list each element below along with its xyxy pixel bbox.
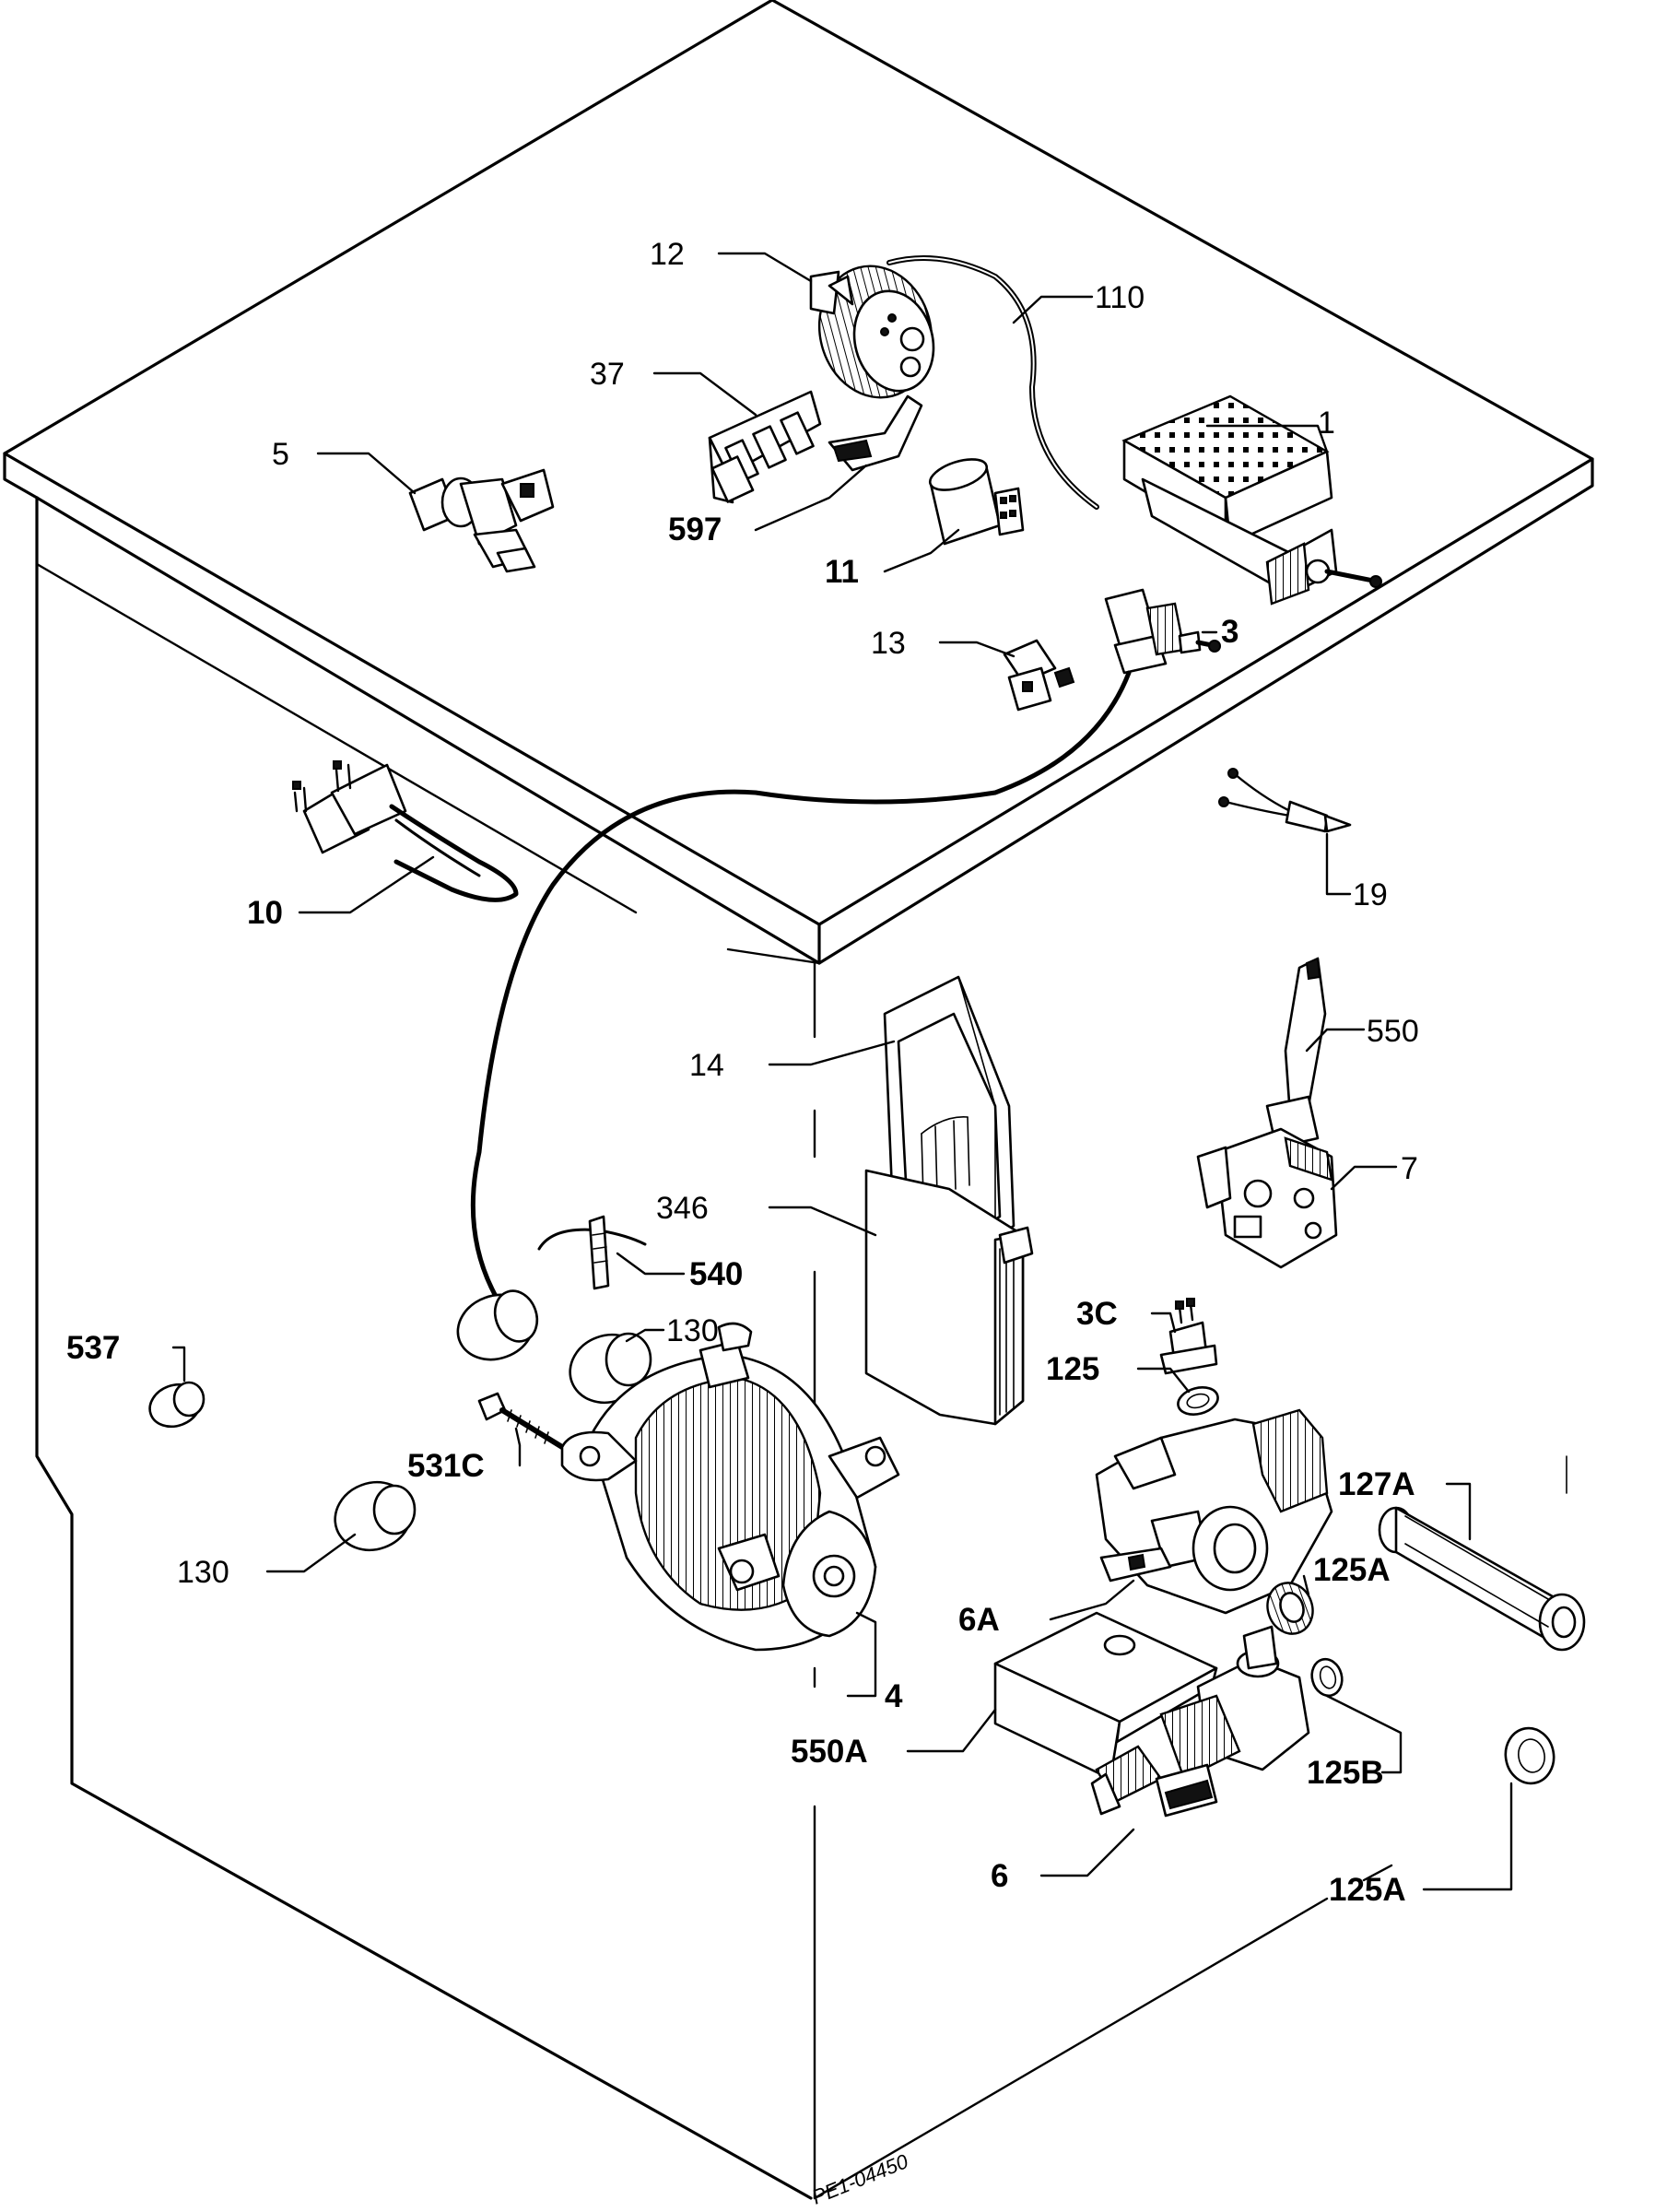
label-10: 10 [247,895,283,931]
programmer-timer-part-1 [1121,394,1382,606]
grommet-part-130-upper [569,1332,652,1405]
screw-part-531c [477,1392,565,1450]
label-125b: 125B [1307,1755,1384,1791]
label-37: 37 [590,357,625,392]
label-4: 4 [885,1678,903,1714]
bracket-part-597 [828,394,923,472]
o-ring-part-125a-lower [1504,1726,1555,1785]
label-130-upper: 130 [666,1313,719,1348]
label-550a: 550A [791,1734,868,1770]
capacitor-part-11 [928,458,1025,546]
plug-grommet [456,1289,539,1361]
label-3c: 3C [1076,1296,1118,1332]
label-6a: 6A [958,1602,1000,1638]
label-19: 19 [1353,877,1388,912]
label-110: 110 [1095,280,1145,315]
grommet-part-130-lower [334,1480,417,1552]
pump-cover-part-550a [993,1611,1218,1781]
label-537: 537 [66,1330,120,1366]
motor-part-4 [560,1322,900,1652]
label-13: 13 [871,626,906,661]
part-labels: 12 110 37 5 597 11 1 3 13 10 19 550 7 14… [66,237,1419,2209]
o-ring-part-125 [1177,1386,1219,1416]
o-ring-part-125a-upper [1266,1582,1314,1635]
door-lock-part-7 [1196,1127,1338,1269]
cable-part-3 [470,670,1132,1302]
heating-element-part-10 [292,760,519,902]
drawing-reference: PE1-04450 [809,2149,912,2209]
label-597: 597 [668,512,722,547]
clip-part-540 [537,1215,647,1290]
label-125: 125 [1046,1351,1099,1387]
label-5: 5 [272,437,289,472]
hose-connector-part-127a [1378,1506,1586,1652]
label-11: 11 [825,554,859,590]
label-550: 550 [1367,1014,1419,1049]
terminal-block-part-37 [708,390,822,504]
label-540: 540 [689,1256,743,1292]
sensor-part-3c [1159,1298,1218,1375]
label-531c: 531C [407,1448,485,1484]
label-14: 14 [689,1048,724,1083]
connector-part-13 [1003,639,1075,712]
label-127a: 127A [1338,1466,1415,1502]
label-125a-upper: 125A [1313,1552,1391,1588]
leader-lines [171,252,1513,1891]
pump-body-part-6a [1095,1408,1333,1615]
label-1: 1 [1318,406,1335,441]
label-6: 6 [991,1858,1008,1894]
pressure-switch-part-12 [809,265,935,399]
label-12: 12 [650,237,685,272]
ntc-probe-part-19 [1218,768,1352,833]
dispenser-housing-part-346 [864,1169,1034,1426]
label-3: 3 [1221,614,1239,650]
o-ring-part-125b [1310,1657,1344,1698]
door-lock-lever-part-550 [1265,957,1327,1149]
switch-part-3 [1104,588,1221,675]
drain-pump-part-6 [1090,1625,1310,1818]
washer-cabinet [3,0,1594,2200]
label-7: 7 [1401,1151,1418,1186]
label-130-lower: 130 [177,1555,229,1590]
label-346: 346 [656,1191,709,1226]
label-125a-lower: 125A [1329,1872,1406,1908]
grommet-part-537 [148,1381,205,1429]
inlet-valve-part-5 [408,468,555,573]
